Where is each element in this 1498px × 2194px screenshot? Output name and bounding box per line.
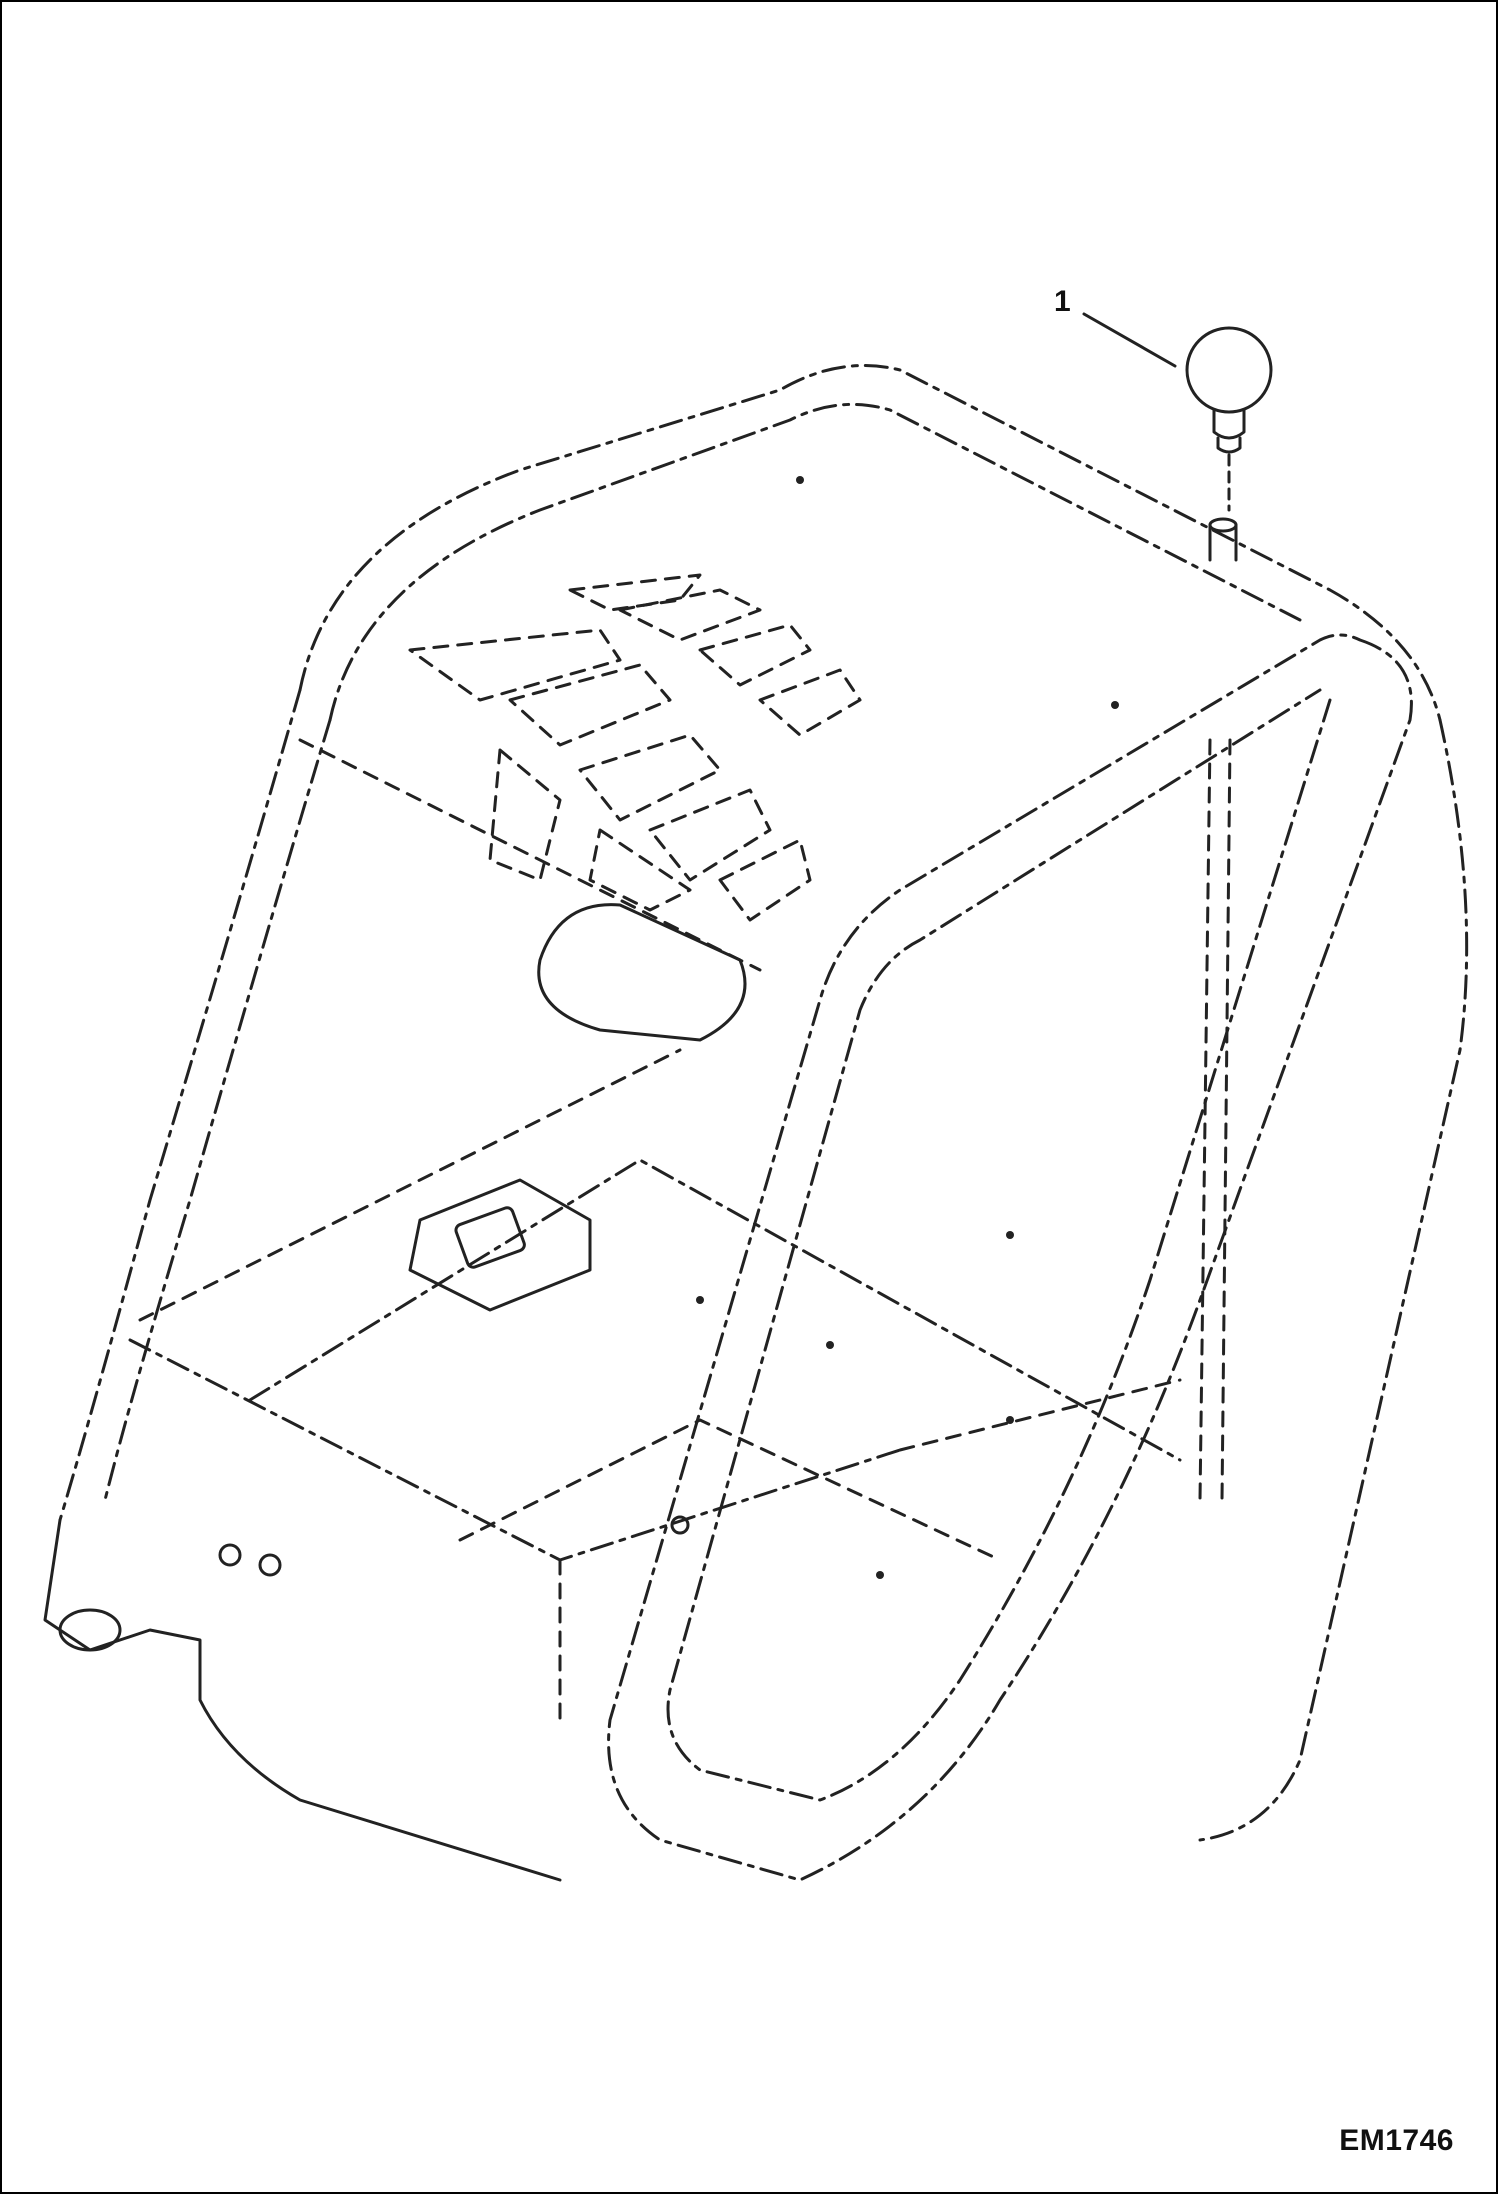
- beacon-stem: [1216, 436, 1242, 454]
- mounting-holes: [218, 476, 1119, 1579]
- beacon-mount-top: [1208, 517, 1238, 533]
- roof-outer-edge: [298, 364, 1442, 722]
- figure-code: EM1746: [1339, 2124, 1454, 2157]
- beacon-mount-post: [1208, 523, 1238, 562]
- left-front-post: [58, 688, 302, 1522]
- beacon-base: [1212, 408, 1246, 440]
- roof-grille: [408, 573, 862, 922]
- beacon-light-icon: [1185, 326, 1273, 414]
- rear-vertical-rail: [1198, 738, 1212, 1502]
- console-pad: [537, 903, 747, 1042]
- front-rops-bar: [607, 633, 1413, 1882]
- callout-number-1: 1: [1054, 285, 1071, 318]
- front-rops-bar-inner: [666, 688, 1332, 1802]
- seat-mount-opening: [454, 1206, 526, 1269]
- right-rear-post: [1198, 718, 1469, 1842]
- seat-mount: [408, 1178, 592, 1312]
- roof-cross-member: [298, 738, 762, 972]
- roof-inner-edge: [328, 402, 1302, 722]
- left-front-post-inner: [103, 718, 332, 1502]
- rear-vertical-rail-inner: [1220, 738, 1232, 1502]
- left-base-bracket: [43, 1518, 562, 1882]
- mount-hole: [58, 1608, 122, 1652]
- callout-1-leader: [1082, 312, 1177, 368]
- floor-plate: [128, 1048, 1182, 1722]
